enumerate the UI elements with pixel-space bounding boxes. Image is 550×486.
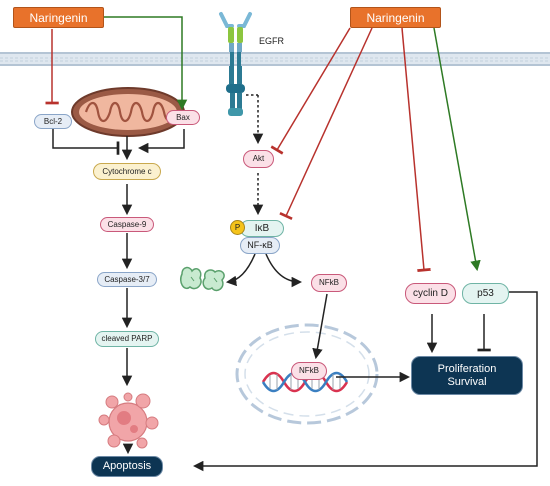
naringenin-activates-p53-edge [433, 27, 481, 272]
bcl2-inhibits-cytochrome-edge [52, 128, 120, 155]
proliferation-survival-node: Proliferation Survival [411, 356, 523, 395]
nucleus-icon [235, 323, 379, 425]
nfkb-complex-node: NF-κB [240, 237, 280, 254]
nfkb-complex-to-fragments-edge [225, 253, 256, 287]
nfkb-cytoplasm-node: NFkB [311, 274, 347, 292]
p53-to-apoptosis-edge [192, 291, 538, 472]
nfkb-nuclear-translocation-edge [312, 293, 328, 360]
nfkb-complex-to-free-nfkb-edge [265, 253, 303, 288]
proliferation-label: Proliferation [437, 362, 497, 375]
naringenin-inhibits-akt-edge [270, 27, 351, 155]
ikb-node: IκB [240, 220, 284, 237]
apoptosis-node: Apoptosis [91, 456, 163, 477]
caspase9-node: Caspase-9 [100, 217, 154, 232]
mitochondrion-icon [71, 87, 185, 137]
bcl2-node: Bcl-2 [34, 114, 72, 129]
egfr-receptor-icon [219, 12, 252, 116]
cell-membrane [0, 52, 550, 66]
naringenin-left-box: Naringenin [13, 7, 104, 28]
survival-label: Survival [447, 375, 487, 388]
bax-activates-cytochrome-edge [137, 129, 185, 154]
cyclin-d-node: cyclin D [405, 283, 456, 304]
bax-node: Bax [166, 110, 200, 125]
left-pathway-edges [45, 16, 188, 455]
caspase37-node: Caspase-3/7 [97, 272, 157, 287]
phospho-icon: P [230, 220, 245, 235]
degraded-ikb-fragments-icon [179, 266, 225, 292]
nfkb-nuclear-node: NFkB [291, 362, 327, 380]
naringenin-right-box: Naringenin [350, 7, 441, 28]
naringenin-activates-bax-edge [104, 16, 188, 111]
akt-node: Akt [243, 150, 274, 168]
naringenin-inhibits-ikb-edge [279, 27, 373, 221]
p53-node: p53 [462, 283, 509, 304]
egfr-label: EGFR [259, 35, 285, 46]
naringenin-inhibits-cyclind-edge [401, 27, 431, 272]
apoptotic-cell-icon [98, 392, 159, 449]
right-pathway-edges [192, 27, 538, 472]
cytochrome-c-node: Cytochrome c [93, 163, 161, 180]
cleaved-parp-node: cleaved PARP [95, 331, 159, 347]
